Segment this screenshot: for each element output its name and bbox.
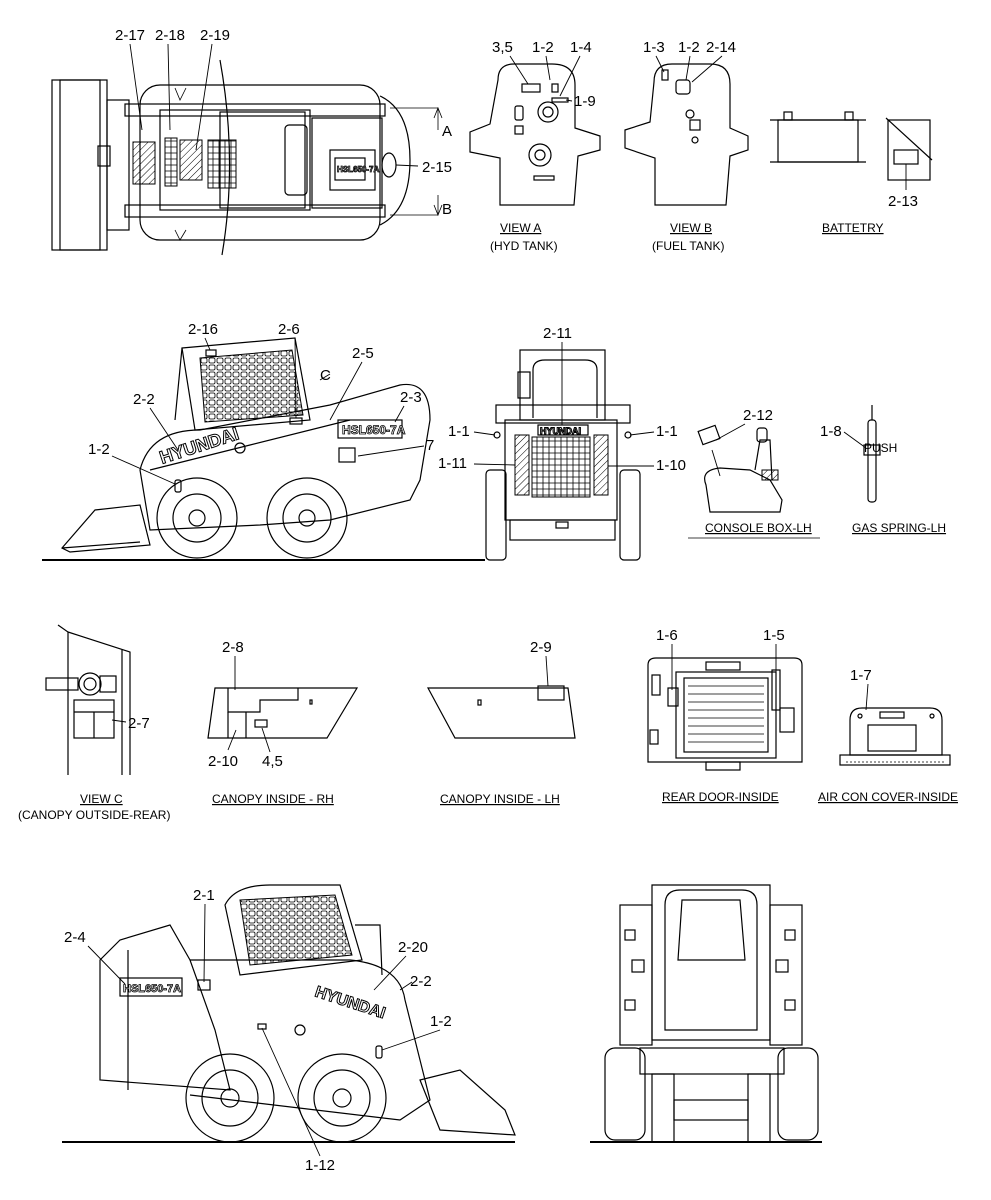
caption-view-c-sub: (CANOPY OUTSIDE-REAR) xyxy=(18,808,170,822)
callout-3-5: 3,5 xyxy=(492,39,513,56)
callout-view-b-marker: B xyxy=(442,201,452,218)
callout-2-7: 2-7 xyxy=(128,715,150,732)
brand-decal-rear xyxy=(537,424,589,436)
brand-decal-rear-text: HYUNDAI xyxy=(540,426,581,436)
push-decal-text: PUSH xyxy=(864,441,897,455)
caption-view-a: VIEW A xyxy=(500,221,541,235)
caption-rear-door: REAR DOOR-INSIDE xyxy=(662,790,779,804)
callout-1-10: 1-10 xyxy=(656,457,686,474)
view-a-hyd-tank xyxy=(469,63,601,206)
callout-1-3: 1-3 xyxy=(643,39,665,56)
model-decal-lh-text: HSL650-7A xyxy=(123,983,181,995)
model-decal-top xyxy=(334,157,366,181)
callout-view-a-marker: A xyxy=(442,123,452,140)
front-view-drawing xyxy=(590,884,822,1143)
model-decal-rh xyxy=(337,419,403,439)
callout-1-11: 1-11 xyxy=(438,455,467,472)
model-decal-lh xyxy=(119,977,183,997)
canopy-inside-lh-drawing xyxy=(426,685,576,739)
callout-1-4: 1-4 xyxy=(570,39,592,56)
view-b-fuel-tank xyxy=(624,63,749,206)
callout-1-2-view-b: 1-2 xyxy=(678,39,700,56)
callout-1-8: 1-8 xyxy=(820,423,842,440)
callout-2-3: 2-3 xyxy=(400,389,422,406)
caption-console: CONSOLE BOX-LH xyxy=(705,521,812,535)
callout-1-7: 1-7 xyxy=(850,667,872,684)
callout-2-18: 2-18 xyxy=(155,27,185,44)
view-c-canopy-outside-rear xyxy=(45,624,131,775)
console-box-drawing xyxy=(697,424,783,513)
callout-2-6: 2-6 xyxy=(278,321,300,338)
caption-canopy-lh: CANOPY INSIDE - LH xyxy=(440,792,560,806)
canopy-inside-rh-drawing xyxy=(207,687,359,739)
callout-2-10: 2-10 xyxy=(208,753,238,770)
callout-1-1-right: 1-1 xyxy=(656,423,678,440)
callout-2-1: 2-1 xyxy=(193,887,215,904)
callout-2-16: 2-16 xyxy=(188,321,218,338)
callout-2-13: 2-13 xyxy=(888,193,918,210)
model-decal-rh-text: HSL650-7A xyxy=(342,423,406,437)
callout-2-9: 2-9 xyxy=(530,639,552,656)
callout-2-19: 2-19 xyxy=(200,27,230,44)
callout-1-9: 1-9 xyxy=(574,93,596,110)
callout-1-2-view-a: 1-2 xyxy=(532,39,554,56)
caption-view-c: VIEW C xyxy=(80,792,123,806)
rear-view-drawing: HYUNDAI xyxy=(485,349,641,561)
callout-view-c-marker: C xyxy=(320,367,331,384)
rear-door-inside-drawing xyxy=(647,657,803,771)
callout-4-5: 4,5 xyxy=(262,753,283,770)
caption-battery: BATTETRY xyxy=(822,221,884,235)
callout-2-11: 2-11 xyxy=(543,325,572,342)
callout-1-5: 1-5 xyxy=(763,627,785,644)
callout-1-6: 1-6 xyxy=(656,627,678,644)
caption-view-b-sub: (FUEL TANK) xyxy=(652,239,724,253)
gas-spring-drawing: PUSH xyxy=(863,405,897,503)
model-decal-top-text: HSL650-7A xyxy=(337,165,379,174)
callout-2-2-rh: 2-2 xyxy=(133,391,155,408)
caption-canopy-rh: CANOPY INSIDE - RH xyxy=(212,792,334,806)
callout-2-14: 2-14 xyxy=(706,39,736,56)
callout-2-20: 2-20 xyxy=(398,939,428,956)
callout-2-8: 2-8 xyxy=(222,639,244,656)
callout-1-12: 1-12 xyxy=(305,1157,335,1174)
caption-gas-spring: GAS SPRING-LH xyxy=(852,521,946,535)
callout-2-4: 2-4 xyxy=(64,929,86,946)
top-view-drawing: HSL650-7A xyxy=(51,59,443,256)
callout-2-12: 2-12 xyxy=(743,407,773,424)
aircon-cover-inside-drawing xyxy=(839,707,951,766)
brand-decal-lh: HYUNDAI xyxy=(313,984,388,1023)
caption-view-b: VIEW B xyxy=(670,221,712,235)
callout-2-2-lh: 2-2 xyxy=(410,973,432,990)
battery-drawing xyxy=(770,111,933,181)
callout-1-2-rh: 1-2 xyxy=(88,441,110,458)
callout-2-17: 2-17 xyxy=(115,27,145,44)
callout-2-15: 2-15 xyxy=(422,159,452,176)
callout-1-2-lh: 1-2 xyxy=(430,1013,452,1030)
callout-1-1-left: 1-1 xyxy=(448,423,470,440)
caption-aircon: AIR CON COVER-INSIDE xyxy=(818,790,958,804)
callout-7: 7 xyxy=(426,437,434,454)
callout-2-5: 2-5 xyxy=(352,345,374,362)
caption-view-a-sub: (HYD TANK) xyxy=(490,239,558,253)
